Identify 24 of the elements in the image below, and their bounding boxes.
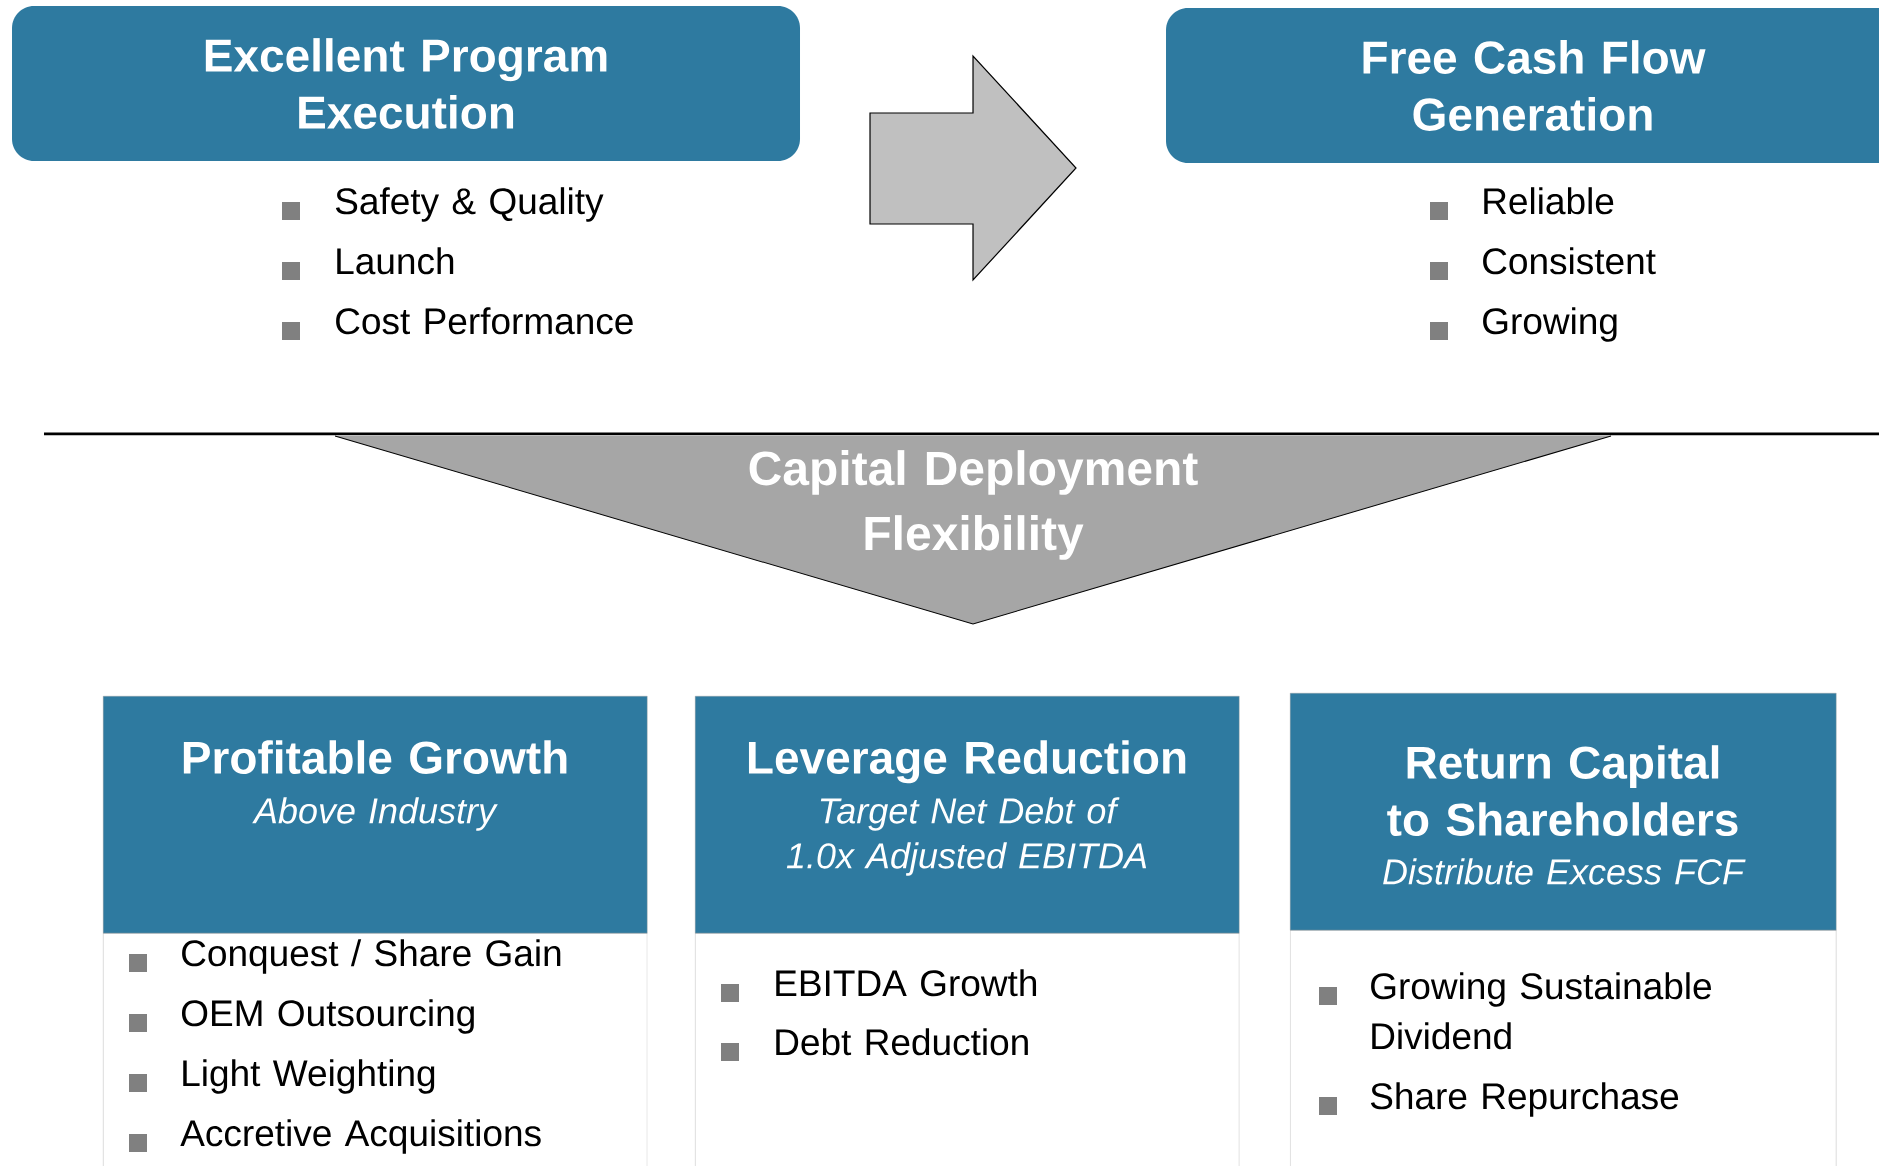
bullet-item: Growing: [1430, 307, 1617, 342]
subheading: Target Net Debt of 1.0x Adjusted EBITDA: [786, 797, 1147, 876]
subheading: Above Industry: [252, 797, 498, 831]
bullet-item: Cost Performance: [282, 307, 633, 340]
bullet-item: EBITDA Growth: [721, 969, 1037, 1002]
bullet-item: OEM Outsourcing: [129, 999, 474, 1034]
title-box: Excellent Program Execution: [12, 6, 800, 161]
heading: Return Capital to Shareholders: [1387, 745, 1738, 836]
bullet-item: Launch: [282, 247, 454, 280]
bullet-item: Consistent: [1430, 247, 1656, 280]
bullet-item: Accretive Acquisitions: [129, 1119, 541, 1154]
bullet-item: Reliable: [1430, 187, 1614, 220]
bullet-item: Debt Reduction: [721, 1028, 1028, 1061]
heading: Profitable Growth: [183, 740, 567, 774]
bullet-item: Share Repurchase: [1319, 1082, 1679, 1117]
title-box: Free Cash Flow Generation: [1166, 8, 1879, 163]
heading: Leverage Reduction: [748, 740, 1186, 784]
block-arrow: [869, 54, 1077, 282]
bullet-item: Growing Sustainable Dividend: [1319, 972, 1711, 1050]
bullet-item: Safety & Quality: [282, 187, 604, 222]
chevron: Capital Deployment Flexibility: [334, 435, 1612, 625]
bullet-item: Conquest / Share Gain: [129, 939, 561, 974]
bullet-item: Light Weighting: [129, 1059, 435, 1094]
subheading: Distribute Excess FCF: [1383, 858, 1746, 885]
